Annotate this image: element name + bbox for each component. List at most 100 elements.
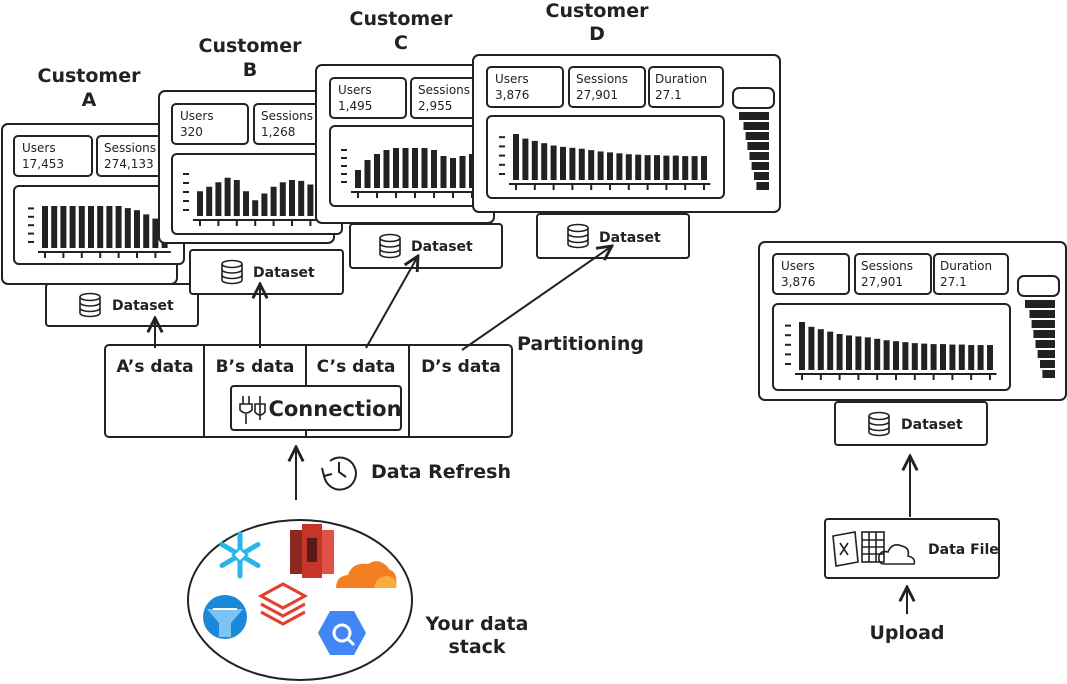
customer-a-group: Customer A Users 17,453 Sessions 274,133… (1, 65, 199, 327)
upload-bar (874, 338, 881, 370)
customer-d-funnel-step (756, 182, 769, 190)
customer-a-dataset-label: Dataset (112, 298, 174, 314)
upload-filter-pill (1017, 275, 1060, 297)
customer-a-users-label: Users (22, 141, 56, 155)
customer-d-sessions-label: Sessions (576, 72, 628, 86)
arrow-d-to-dataset (461, 246, 612, 351)
customer-a-bar (97, 206, 104, 248)
customer-d-funnel-step (751, 162, 769, 170)
customer-d-bar (672, 155, 679, 180)
customer-a-bar (134, 210, 140, 248)
upload-label: Upload (869, 622, 944, 644)
customer-a-users-value: 17,453 (22, 157, 64, 171)
history-clock-icon (321, 456, 357, 491)
upload-bar (921, 343, 928, 370)
customer-d-bar (560, 146, 566, 180)
upload-bar (855, 336, 862, 370)
customer-d-funnel-step (749, 152, 769, 160)
customer-d-letter: D (589, 23, 605, 45)
upload-sessions-value: 27,901 (861, 275, 903, 289)
data-stack (187, 519, 413, 681)
customer-d-bar (691, 156, 698, 180)
upload-funnel-step (1029, 310, 1055, 318)
customer-a-sessions-label: Sessions (104, 141, 156, 155)
customer-d-bar (541, 143, 548, 180)
customer-d-bar (522, 138, 529, 180)
upload-users-label: Users (781, 259, 815, 273)
partition-table: A’s data B’s data C’s data D’s data Conn… (104, 344, 513, 438)
customer-d-bar (607, 152, 613, 180)
customer-b-sessions-value: 1,268 (261, 125, 295, 139)
upload-dashboard-group: Users 3,876 Sessions 27,901 Duration 27.… (758, 241, 1067, 446)
upload-funnel-chart (1025, 300, 1055, 378)
customer-d-bar (569, 147, 576, 180)
upload-funnel-step (1035, 340, 1055, 348)
customer-b-bar (224, 177, 231, 216)
customer-d-duration-label: Duration (655, 72, 707, 86)
customer-b-bar (298, 180, 305, 216)
customer-c-sessions-label: Sessions (418, 83, 470, 97)
customer-d-bar (701, 156, 707, 180)
customer-d-duration-value: 27.1 (655, 88, 682, 102)
customer-a-bar (51, 206, 58, 248)
customer-c-letter: C (394, 32, 408, 54)
customer-b-letter: B (243, 59, 257, 81)
customer-b-bar (279, 182, 286, 216)
customer-d-users-label: Users (495, 72, 529, 86)
upload-bar (817, 329, 824, 370)
customer-b-bar (233, 180, 240, 216)
upload-bar (902, 342, 909, 370)
customer-d-bar (644, 155, 651, 180)
upload-bar (940, 344, 946, 370)
upload-funnel-step (1031, 320, 1055, 328)
upload-bar (977, 345, 984, 370)
azure-synapse-icon (203, 595, 247, 639)
customer-d-sessions-card (568, 66, 646, 108)
customer-d-bar (654, 155, 660, 180)
data-file-box-group: Data File (824, 518, 1000, 579)
customer-b-users-label: Users (180, 109, 214, 123)
customer-a-title: Customer (38, 65, 142, 87)
customer-d-bar (531, 140, 538, 180)
upload-bar (846, 335, 852, 370)
connection-label: Connection (268, 397, 401, 421)
customer-d-sessions-value: 27,901 (576, 88, 618, 102)
customer-c-bar (431, 150, 437, 188)
customer-b-dataset-label: Dataset (253, 265, 315, 281)
customer-c-users-value: 1,495 (338, 99, 372, 113)
customer-c-bar (421, 148, 428, 188)
upload-bar (958, 344, 965, 370)
customer-b-group: Customer B Users 320 Sessions 1,268 Data… (158, 35, 344, 295)
data-refresh-label: Data Refresh (371, 461, 511, 483)
upload-funnel-step (1033, 330, 1055, 338)
customer-c-bar (383, 150, 390, 188)
customer-d-bar (578, 148, 585, 180)
upload-funnel-step (1042, 370, 1055, 378)
bigquery-icon (318, 611, 366, 655)
customer-b-bar (197, 191, 203, 216)
customer-d-funnel-step (745, 132, 769, 140)
upload-funnel-step (1025, 300, 1055, 308)
customer-d-users-card (486, 66, 564, 108)
customer-b-sessions-label: Sessions (261, 109, 313, 123)
customer-c-bar (393, 148, 399, 188)
upload-bar (930, 344, 937, 370)
customer-c-group: Customer C Users 1,495 Sessions 2,955 Da… (315, 8, 503, 269)
customer-a-bar (69, 206, 76, 248)
customer-c-bar (355, 170, 361, 188)
customer-c-title: Customer (350, 8, 454, 30)
upload-bar (808, 326, 815, 370)
arrow-c-to-dataset (365, 256, 418, 349)
customer-c-bar (374, 154, 380, 188)
partitioning-label: Partitioning (517, 333, 644, 355)
upload-funnel-step (1037, 350, 1055, 358)
partition-c-label: C’s data (317, 357, 396, 377)
customer-d-bar (663, 155, 670, 180)
customer-a-bar (60, 206, 67, 248)
cloudflare-icon (336, 561, 397, 588)
upload-bar (968, 345, 975, 370)
customer-a-bar (42, 206, 48, 248)
upload-bar (987, 345, 993, 370)
upload-bar (893, 341, 899, 370)
